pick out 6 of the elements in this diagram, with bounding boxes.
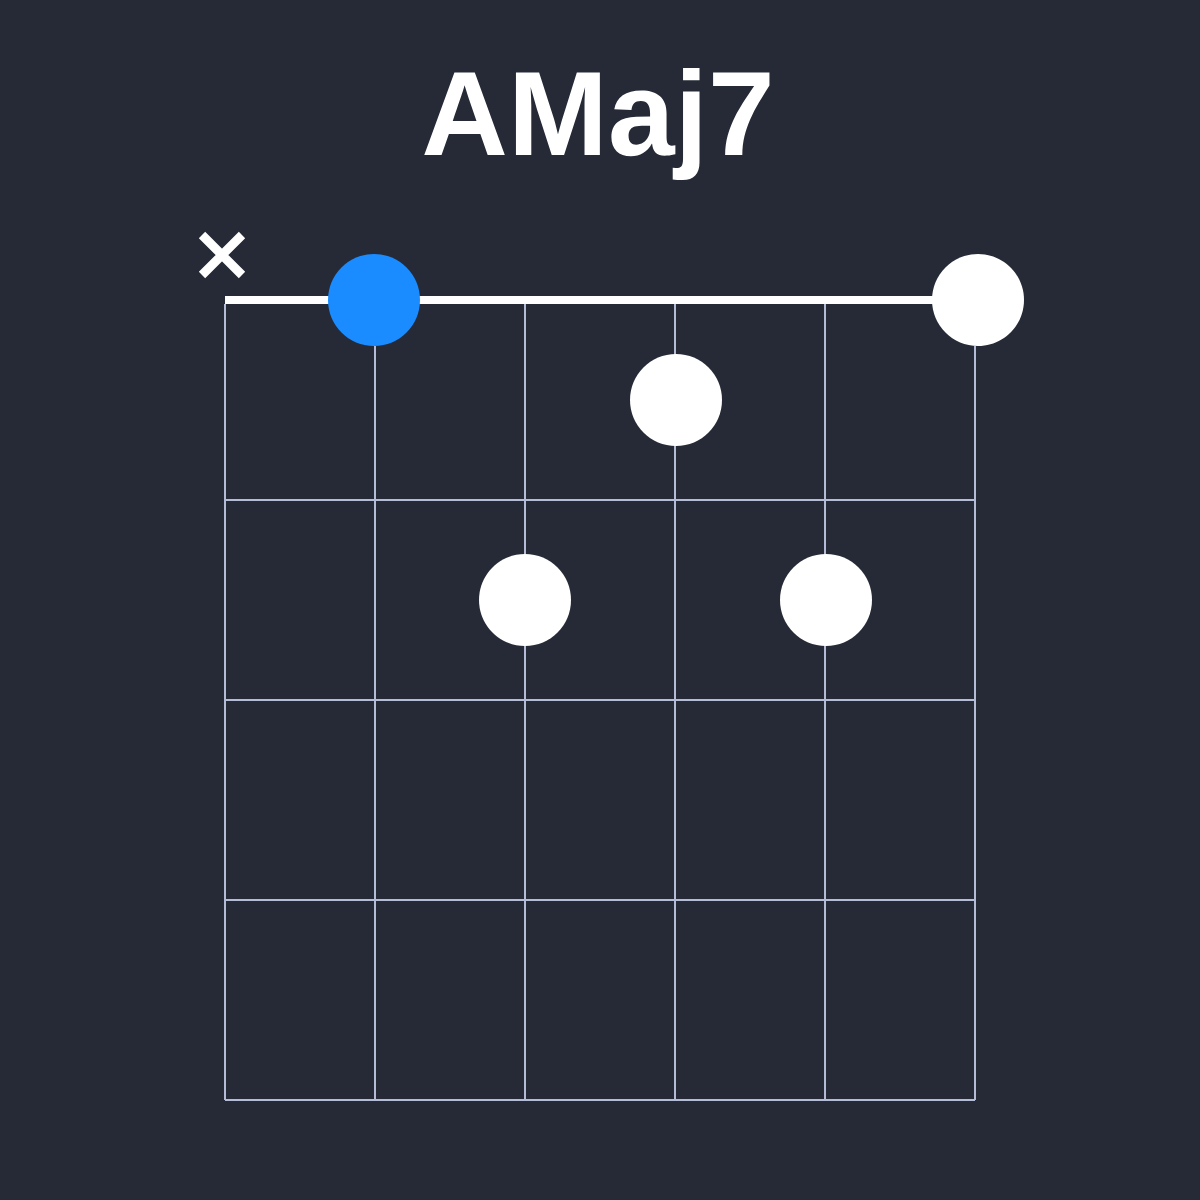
finger-dot	[780, 554, 872, 646]
chord-title: AMaj7	[424, 68, 770, 180]
finger-dot	[479, 554, 571, 646]
finger-dot	[328, 254, 420, 346]
finger-dot	[932, 254, 1024, 346]
finger-dot	[630, 354, 722, 446]
